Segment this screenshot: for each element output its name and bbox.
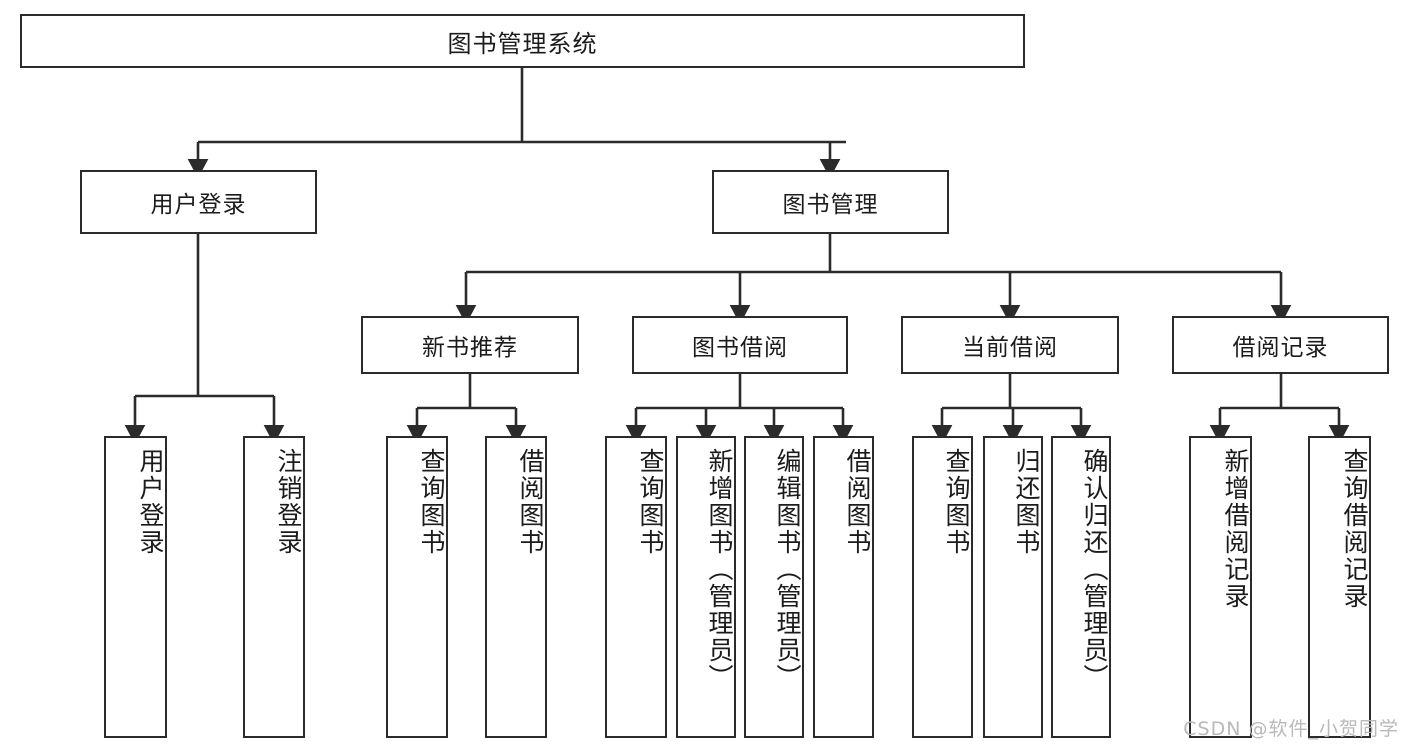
leaf-return-book-label: 归还图书 bbox=[1012, 448, 1041, 556]
leaf-query-borrow-rec[interactable]: 查询借阅记录 bbox=[1308, 436, 1371, 738]
leaf-query-book-cur[interactable]: 查询图书 bbox=[912, 436, 973, 738]
leaf-add-borrow-rec[interactable]: 新增借阅记录 bbox=[1189, 436, 1252, 738]
leaf-query-book-bor-label: 查询图书 bbox=[636, 448, 665, 556]
leaf-logout-login[interactable]: 注销登录 bbox=[243, 436, 305, 738]
leaf-query-book-bor[interactable]: 查询图书 bbox=[605, 436, 667, 738]
node-current-borrow-label: 当前借阅 bbox=[962, 335, 1058, 361]
node-user-login-label: 用户登录 bbox=[150, 192, 247, 218]
leaf-edit-book-admin[interactable]: 编辑图书（管理员） bbox=[744, 436, 804, 738]
leaf-user-login-label: 用户登录 bbox=[136, 448, 165, 556]
node-root[interactable]: 图书管理系统 bbox=[20, 14, 1025, 68]
node-user-login[interactable]: 用户登录 bbox=[80, 170, 317, 234]
leaf-query-book-rec-label: 查询图书 bbox=[417, 448, 446, 556]
leaf-borrow-book-bor-label: 借阅图书 bbox=[843, 448, 872, 556]
leaf-return-book[interactable]: 归还图书 bbox=[983, 436, 1043, 738]
node-book-borrow-label: 图书借阅 bbox=[692, 335, 788, 361]
leaf-borrow-book-rec[interactable]: 借阅图书 bbox=[485, 436, 547, 738]
node-borrow-record-label: 借阅记录 bbox=[1232, 335, 1329, 361]
leaf-add-book-admin-label: 新增图书（管理员） bbox=[705, 448, 734, 691]
node-root-label: 图书管理系统 bbox=[447, 29, 598, 58]
node-borrow-record[interactable]: 借阅记录 bbox=[1172, 316, 1389, 374]
node-book-manage-label: 图书管理 bbox=[782, 192, 879, 218]
node-current-borrow[interactable]: 当前借阅 bbox=[901, 316, 1119, 374]
leaf-edit-book-admin-label: 编辑图书（管理员） bbox=[773, 448, 802, 691]
leaf-confirm-return-label: 确认归还（管理员） bbox=[1080, 448, 1109, 691]
node-book-borrow[interactable]: 图书借阅 bbox=[632, 316, 848, 374]
leaf-borrow-book-bor[interactable]: 借阅图书 bbox=[813, 436, 874, 738]
node-book-manage[interactable]: 图书管理 bbox=[712, 170, 949, 234]
leaf-query-borrow-rec-label: 查询借阅记录 bbox=[1340, 448, 1369, 610]
leaf-borrow-book-rec-label: 借阅图书 bbox=[516, 448, 545, 556]
leaf-query-book-rec[interactable]: 查询图书 bbox=[386, 436, 448, 738]
leaf-confirm-return[interactable]: 确认归还（管理员） bbox=[1051, 436, 1111, 738]
leaf-logout-login-label: 注销登录 bbox=[274, 448, 303, 556]
leaf-user-login[interactable]: 用户登录 bbox=[104, 436, 167, 738]
leaf-add-borrow-rec-label: 新增借阅记录 bbox=[1221, 448, 1250, 610]
leaf-query-book-cur-label: 查询图书 bbox=[942, 448, 971, 556]
node-new-book-rec[interactable]: 新书推荐 bbox=[361, 316, 579, 374]
node-new-book-rec-label: 新书推荐 bbox=[422, 335, 518, 361]
leaf-add-book-admin[interactable]: 新增图书（管理员） bbox=[676, 436, 736, 738]
